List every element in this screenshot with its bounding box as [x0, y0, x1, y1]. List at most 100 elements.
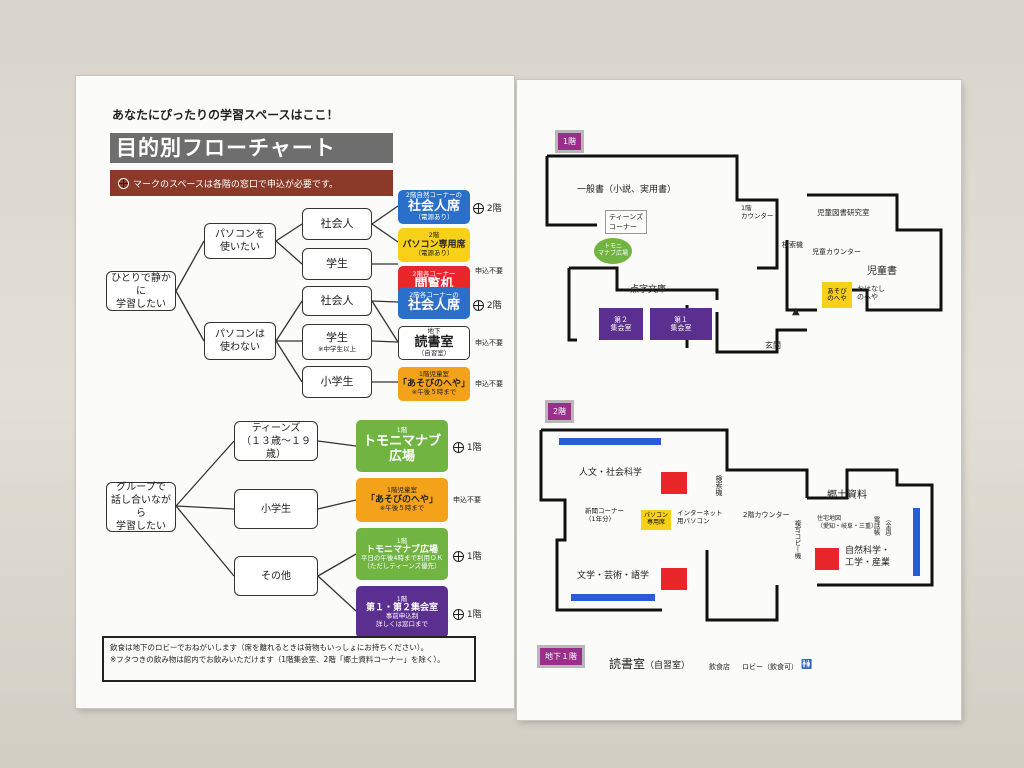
toilet-icon: 🚻 — [801, 660, 813, 670]
area-jinbun: 人文・社会科学 — [579, 468, 643, 478]
area-pc-seat: パソコン 専用席 — [641, 510, 671, 530]
dest-small: 1階 — [396, 426, 408, 435]
dest-note: （ただしティーンズ優先） — [363, 561, 441, 570]
shelf-bar-right — [913, 508, 920, 576]
globe-icon — [453, 551, 464, 562]
globe-icon — [473, 300, 484, 311]
gakusei-label: 学生 — [326, 330, 348, 344]
b1-dokushoshitsu: 読書室（自習室） — [609, 655, 690, 672]
floor-tag-b1: 地下１階 — [537, 645, 585, 668]
dest-shakaijin-seki-all: 2階各コーナーの 社会人席 — [398, 287, 470, 319]
f2-search-terminal: 検索機 — [715, 475, 723, 496]
floor-note: 1階 — [453, 607, 482, 620]
dest-note: 平日の午後4時まで利用ＯＫ — [360, 554, 444, 563]
dest-small: 2階各コーナー — [412, 269, 456, 278]
dest-small: 1階児童室 — [386, 486, 418, 495]
gakusei-node-2: 学生 ※中学生以上 — [302, 324, 372, 360]
dest-main: トモニマナブ広場 — [365, 545, 438, 556]
gakusei-node-1: 学生 — [302, 248, 372, 280]
floor-label: 1階 — [466, 552, 482, 562]
shakaijin-node-1: 社会人 — [302, 208, 372, 240]
dest-tomoni-teens: 1階 トモニマナブ 広場 — [356, 420, 448, 472]
b1-restaurant: 飲食店 — [709, 663, 730, 671]
pc-no-node: パソコンは 使わない — [204, 322, 276, 360]
start-quiet-node: ひとりで静かに 学習したい — [106, 271, 176, 311]
area-asobi: あそび のへや — [822, 282, 852, 308]
start-group-node: グループで 話し合いながら 学習したい — [106, 482, 176, 532]
dest-small: 2階各コーナーの — [409, 290, 459, 299]
notice-banner: マークのスペースは各階の窓口で申込が必要です。 — [110, 170, 393, 196]
side-note: 申込不要 — [475, 267, 503, 275]
dest-meeting-rooms: 1階 第１・第２集会室 事前申込制 詳しくは窓口まで — [356, 586, 448, 638]
area-tenji: 点字文庫 — [630, 285, 667, 295]
pc-use-node: パソコンを 使いたい — [204, 223, 276, 259]
footer-note-box: 飲食は地下のロビーでおねがいします（席を離れるときは荷物もいっしょにお持ちくださ… — [102, 636, 476, 682]
dest-dokushoshitsu: 地下 読書室 （自習室） — [398, 326, 470, 360]
shogakusei-node: 小学生 — [302, 366, 372, 398]
dest-note: ※午後５時まで — [411, 388, 457, 397]
floor2-outline — [539, 428, 934, 622]
dest-main: 読書室 — [414, 334, 454, 350]
floor-tag-1f: 1階 — [555, 130, 585, 153]
b1-jishu-label: （自習室） — [645, 661, 691, 671]
floor-note: 1階 — [453, 440, 482, 453]
dest-tomoni-other: 1階 トモニマナブ広場 平日の午後4時まで利用ＯＫ （ただしティーンズ優先） — [356, 528, 448, 580]
dest-main: トモニマナブ 広場 — [362, 433, 441, 464]
globe-icon — [473, 203, 484, 214]
area-tomoni: トモニ マナブ広場 — [594, 238, 632, 264]
side-note: 申込不要 — [475, 380, 503, 388]
area-jidou-kenkyu: 児童図書研究室 — [817, 208, 870, 217]
dest-main: 社会人席 — [407, 298, 460, 314]
dest-note: （自習室） — [417, 349, 451, 358]
other-node: その他 — [234, 556, 318, 596]
dest-small: 2階 — [428, 231, 440, 240]
subtitle: あなたにぴったりの学習スペースはここ！ — [112, 108, 339, 122]
globe-icon — [118, 177, 129, 189]
area-bungaku: 文学・芸術・語学 — [577, 571, 650, 581]
room-1: 第１ 集会室 — [650, 308, 712, 340]
dest-note: （電源あり） — [414, 249, 454, 258]
area-jidousho: 児童書 — [867, 266, 897, 277]
floor-label: 2階 — [486, 301, 502, 311]
seat-block-1 — [661, 472, 687, 494]
area-denwa: 電話帳 — [872, 516, 880, 536]
dest-main: 第１・第２集会室 — [365, 603, 438, 614]
footer-line-2: ※フタつきの飲み物は館内でお飲みいただけます（1階集会室、2階「郷土資料コーナー… — [110, 655, 445, 664]
area-shinbun: 新聞コーナー （1年分） — [585, 507, 624, 523]
dest-small: 1階 — [396, 536, 408, 545]
flow-connectors — [175, 205, 399, 612]
area-internet-pc: インターネット 用パソコン — [677, 509, 723, 525]
area-zenkoku: （全国） — [884, 516, 891, 540]
f1-search-terminal: 検索機 — [782, 241, 803, 249]
dest-note: （電源あり） — [414, 213, 454, 222]
side-note: 申込不要 — [453, 496, 481, 504]
area-shizen: 自然科学・ 工学・産業 — [845, 546, 891, 568]
area-teens: ティーンズ コーナー — [605, 210, 648, 234]
dest-pc-seat: 2階 パソコン専用席 （電源あり） — [398, 228, 470, 262]
floor-tag-2f: 2階 — [545, 400, 575, 423]
dest-main: 社会人席 — [407, 198, 460, 214]
room-2: 第２ 集会室 — [599, 308, 643, 340]
dest-asobi-room-2: 1階児童室 「あそびのへや」 ※午後５時まで — [356, 478, 448, 522]
f1-jidou-counter: 児童カウンター — [812, 248, 861, 256]
f1-genkan: 玄関 — [765, 341, 781, 350]
dest-note: 事前申込制 — [385, 612, 419, 621]
floor-note: 2階 — [473, 201, 502, 214]
dest-small: 地下 — [427, 327, 441, 336]
floor-map-sheet: 1階 一般書（小説、実用書） ティーンズ コーナー トモニ マナブ広場 1階 カ… — [517, 80, 961, 720]
shakaijin-node-2: 社会人 — [302, 286, 372, 316]
dest-small: 2階自然コーナーの — [405, 191, 463, 200]
shelf-bar-bottom — [571, 594, 655, 601]
globe-icon — [453, 609, 464, 620]
seat-block-2 — [661, 568, 687, 590]
dest-main: 「あそびのへや」 — [365, 494, 438, 505]
teens-node: ティーンズ （１３歳～１９歳） — [234, 421, 318, 461]
f2-counter: 2階カウンター — [743, 511, 790, 519]
f1-counter: 1階 カウンター — [741, 204, 774, 220]
gakusei-age-note: ※中学生以上 — [318, 344, 356, 353]
floor-label: 1階 — [466, 610, 482, 620]
dest-note: ※午後５時まで — [379, 504, 425, 513]
flowchart-sheet: あなたにぴったりの学習スペースはここ！ 目的別フローチャート マークのスペースは… — [76, 76, 514, 708]
dest-main: 「あそびのへや」 — [398, 378, 471, 389]
floor-note: 1階 — [453, 549, 482, 562]
